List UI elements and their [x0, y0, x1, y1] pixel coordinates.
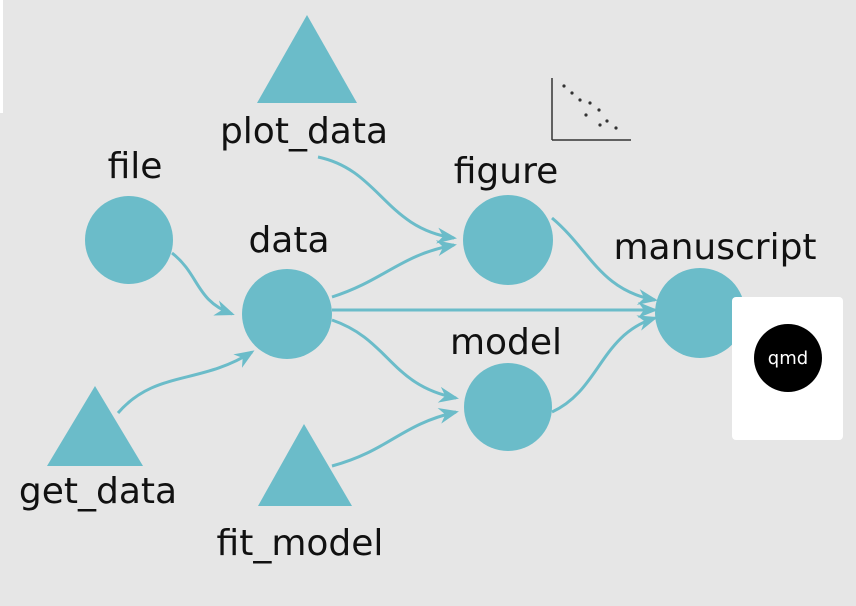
edge-file-to-data [171, 251, 235, 316]
label-fit-model: fit_model [217, 523, 384, 564]
label-data: data [248, 220, 329, 261]
node-manuscript [655, 268, 745, 358]
node-plot-data [257, 15, 357, 103]
edge-data-to-model [331, 318, 459, 403]
qmd-file-icon: qmd [754, 324, 822, 392]
node-figure [463, 195, 553, 285]
node-file [85, 196, 173, 284]
nodes [47, 15, 745, 506]
edge-data-to-figure [331, 240, 457, 299]
node-get-data [47, 386, 143, 466]
edge-plot-data-to-figure [317, 155, 457, 244]
label-figure: figure [454, 151, 559, 192]
label-plot-data: plot_data [220, 111, 388, 152]
edge-model-to-manuscript [551, 315, 658, 414]
label-get-data: get_data [19, 471, 177, 512]
labels: file data get_data plot_data figure fit_… [19, 111, 817, 564]
edge-fit-model-to-model [331, 408, 459, 468]
edge-figure-to-manuscript [551, 216, 658, 305]
label-file: file [108, 146, 163, 187]
label-model: model [450, 322, 562, 363]
corner-patch [0, 0, 3, 113]
label-manuscript: manuscript [613, 227, 816, 268]
edge-get-data-to-data [116, 350, 255, 414]
edges [116, 155, 658, 468]
node-model [464, 363, 552, 451]
qmd-badge-label: qmd [767, 347, 809, 369]
node-data [242, 269, 332, 359]
qmd-file-card: qmd [732, 297, 843, 440]
scatter-plot-icon [551, 78, 631, 141]
node-fit-model [258, 424, 352, 506]
